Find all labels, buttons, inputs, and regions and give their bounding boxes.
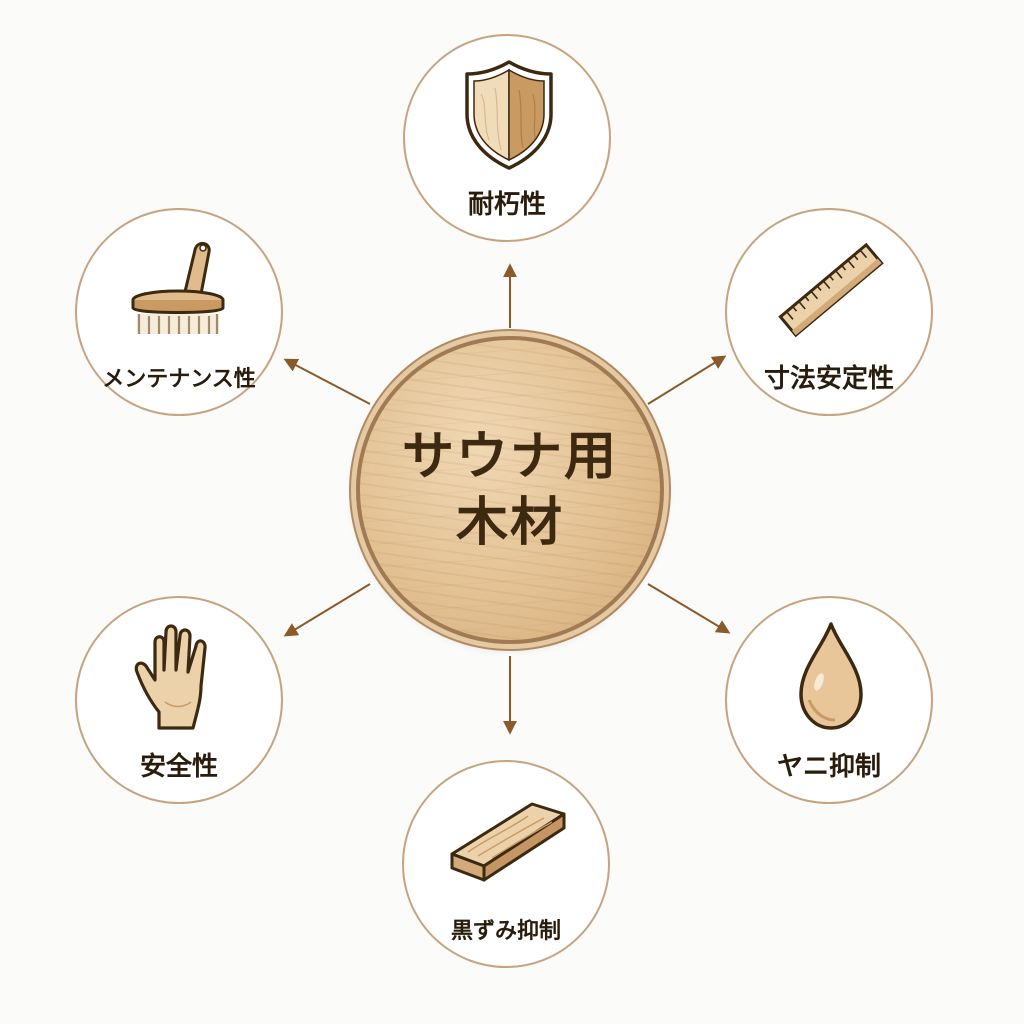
property-node-resin: ヤニ抑制 [725,596,933,804]
center-title-line2: 木材 [455,493,564,553]
property-node-safety: 安全性 [75,596,283,804]
property-label-safety: 安全性 [139,752,218,782]
droplet-icon [771,616,891,736]
shield-icon [449,54,569,174]
arrow-to-resin [647,583,731,634]
arrow-to-safety [283,583,371,637]
center-title-line1: サウナ用 [401,427,618,487]
brush-icon [121,228,241,348]
arrow-to-maintenance [283,358,371,405]
property-label-durability: 耐朽性 [467,190,546,220]
property-node-stability: 寸法安定性 [725,208,933,416]
ruler-icon [771,228,891,348]
property-label-resin: ヤニ抑制 [776,752,881,782]
property-node-maintenance: メンテナンス性 [75,208,283,416]
property-label-maintenance: メンテナンス性 [102,367,256,392]
property-label-stain: 黒ずみ抑制 [450,919,561,944]
center-sauna-wood: サウナ用 木材 [356,336,664,644]
property-label-stability: 寸法安定性 [763,364,894,394]
hand-icon [121,616,241,736]
arrow-to-stability [647,355,727,405]
property-node-stain: 黒ずみ抑制 [402,760,610,968]
property-node-durability: 耐朽性 [403,34,611,242]
wood-plank-icon [448,780,568,900]
